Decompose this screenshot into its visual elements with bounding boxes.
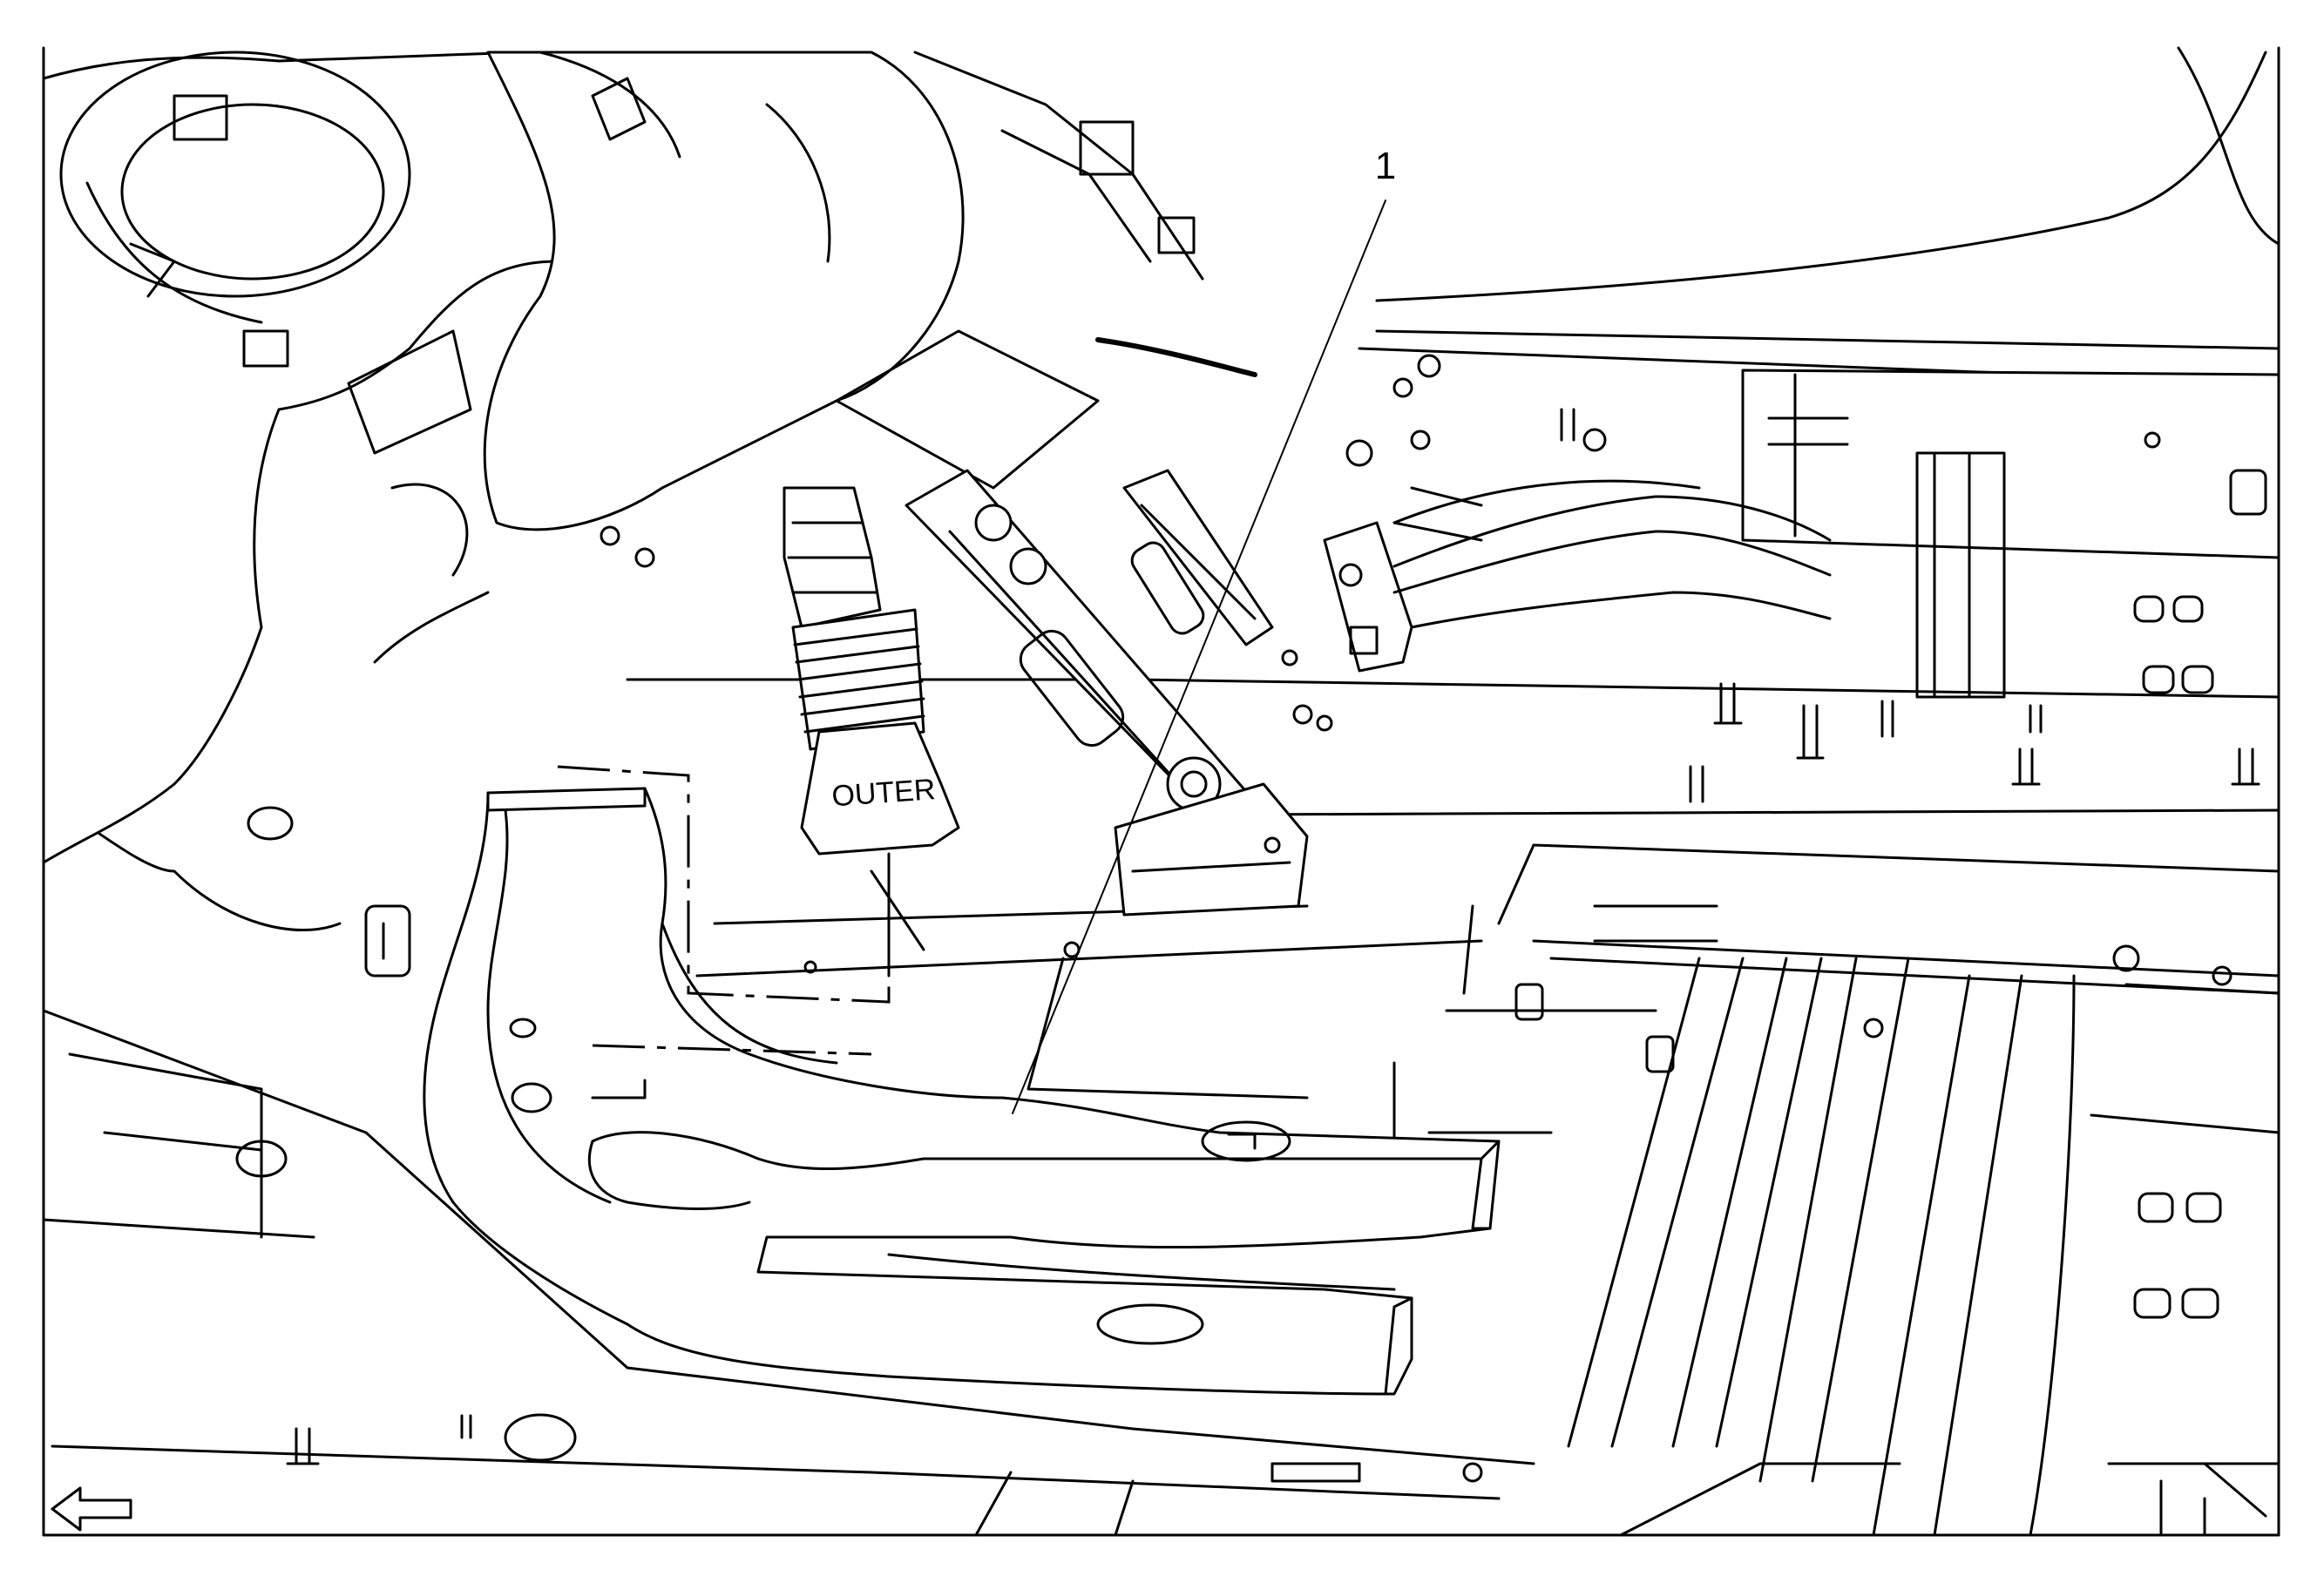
part-stamp-outer: OUTER: [830, 773, 936, 813]
steering-shaft-boot: OUTER: [783, 486, 960, 978]
arrow-left-icon: [51, 1486, 132, 1532]
floor-pan-structure: [42, 46, 2280, 1537]
wire-harness: [1095, 337, 1832, 629]
steering-column-assembly: [42, 51, 1204, 864]
oval-slot-group: [2133, 595, 2222, 1319]
stud-group: [1560, 408, 2260, 803]
callout-1-leader: [1012, 200, 1386, 1114]
floor-reinforcement-part-1: [423, 765, 1501, 1396]
callout-1-label: 1: [1375, 145, 1396, 187]
support-brace: [905, 354, 1483, 917]
fastener-group: [600, 428, 2233, 1483]
callout-1: 1: [1012, 145, 1396, 1114]
